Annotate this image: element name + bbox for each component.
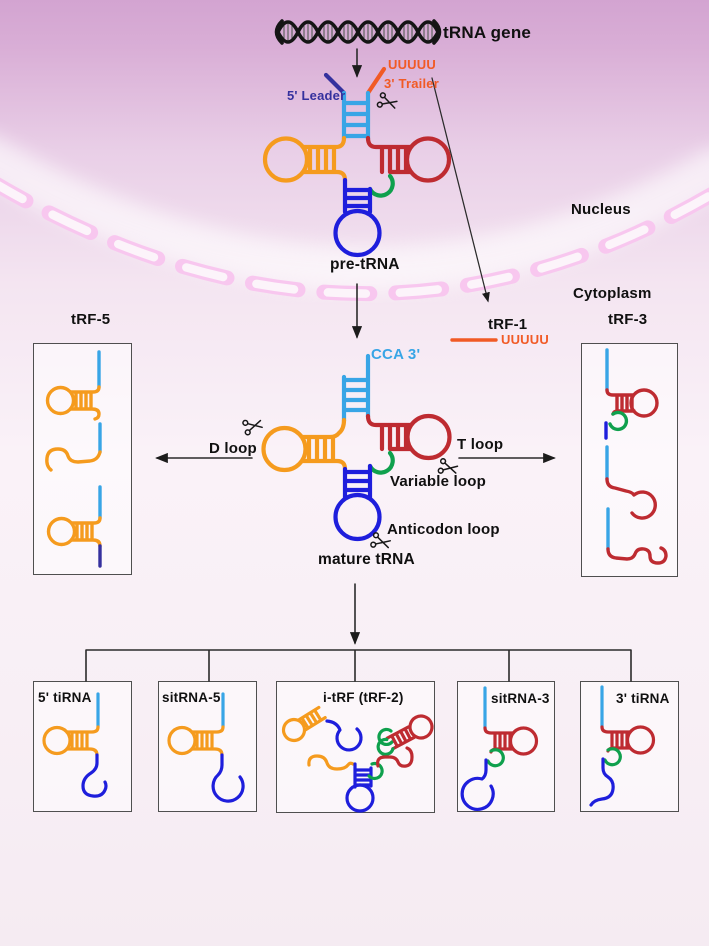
three-prime-trailer <box>365 66 387 96</box>
t-arm <box>365 413 414 452</box>
acceptor-stem <box>341 90 371 142</box>
anticodon-loop-label: Anticodon loop <box>387 521 500 538</box>
five-tirna-structure <box>42 692 108 798</box>
anticodon-loop <box>333 208 382 258</box>
sitrna3-structure <box>460 686 539 811</box>
arrow-to-trf1 <box>431 77 490 303</box>
pre-trna-structure <box>262 66 452 258</box>
scissors-icon <box>241 416 264 437</box>
scissors-icon <box>376 91 399 113</box>
dna-helix-icon <box>274 19 442 45</box>
cca-label: CCA 3' <box>371 346 421 363</box>
variable-loop-label: Variable loop <box>390 473 486 490</box>
nuclear-membrane <box>0 177 709 302</box>
nucleus-glow <box>0 138 709 291</box>
variable-loop <box>367 173 395 198</box>
mature-trna-structure <box>261 353 452 542</box>
t-loop <box>405 413 452 461</box>
d-loop <box>261 425 308 473</box>
d-arm <box>300 135 348 183</box>
three-tirna-structure <box>589 685 656 807</box>
fragment-tree-connector <box>85 649 632 682</box>
trf1-label: tRF-1 <box>488 316 528 333</box>
t-loop <box>404 136 452 183</box>
d-arm <box>300 417 348 472</box>
anticodon-loop <box>333 492 382 542</box>
trailer-label: 3' Trailer <box>384 76 439 91</box>
anticodon-arm <box>342 177 373 215</box>
five-tirna-label: 5' tiRNA <box>38 690 92 705</box>
anticodon-arm <box>342 463 373 501</box>
trf3-fragments <box>604 348 668 565</box>
five-prime-leader <box>323 72 347 96</box>
itrf-structures <box>281 705 434 813</box>
nucleus-label: Nucleus <box>571 201 631 218</box>
t-loop-label: T loop <box>457 436 504 453</box>
sitrna5-structure <box>167 692 245 803</box>
leader-label: 5' Leader <box>287 88 346 103</box>
trf5-label: tRF-5 <box>71 311 111 328</box>
d-loop <box>262 136 310 183</box>
trf1-seq-label: UUUUU <box>501 332 549 347</box>
pre-trna-label: pre-tRNA <box>330 256 400 273</box>
sitrna5-label: sitRNA-5 <box>162 690 221 705</box>
gene-label: tRNA gene <box>443 23 532 42</box>
flow-arrows <box>85 48 632 682</box>
d-loop-label: D loop <box>209 440 257 457</box>
sitrna3-label: sitRNA-3 <box>491 691 550 706</box>
itrf-label: i-tRF (tRF-2) <box>323 690 404 705</box>
t-arm <box>365 135 414 175</box>
trf3-label: tRF-3 <box>608 311 648 328</box>
trf3-box <box>581 343 678 577</box>
mature-trna-label: mature tRNA <box>318 551 415 568</box>
three-tirna-label: 3' tiRNA <box>616 691 670 706</box>
acceptor-stem <box>341 353 371 424</box>
trailer-seq-label: UUUUU <box>388 57 436 72</box>
cytoplasm-label: Cytoplasm <box>573 285 652 302</box>
trf5-fragments <box>45 350 102 568</box>
variable-loop <box>367 450 395 475</box>
